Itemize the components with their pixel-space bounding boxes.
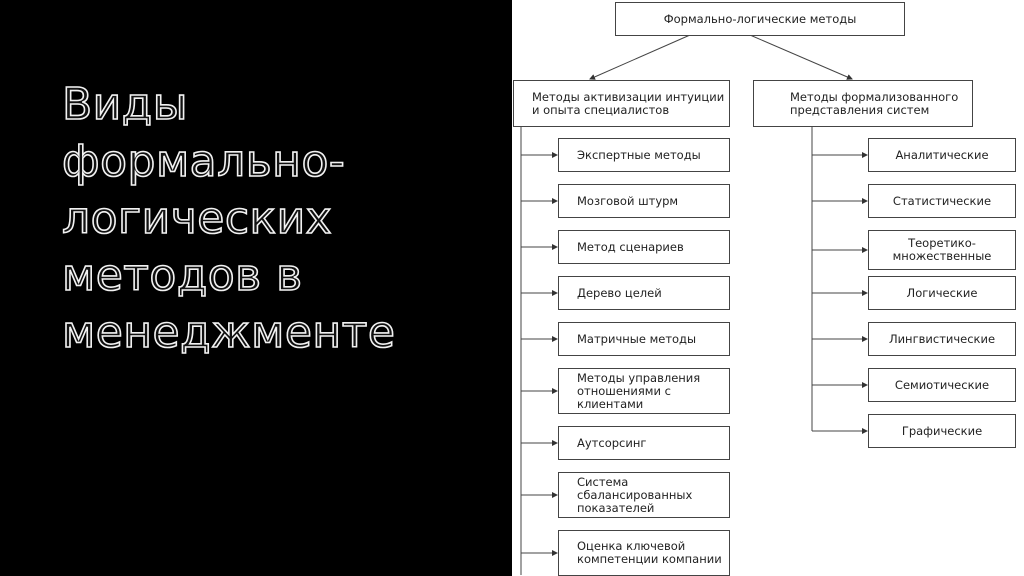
slide-title: Виды формально-логических методов в мене… bbox=[61, 78, 396, 359]
method-node: Матричные методы bbox=[558, 322, 730, 356]
branch-node-formalized: Методы формализованного представления си… bbox=[753, 80, 973, 127]
method-node: Оценка ключевой компетенции компании bbox=[558, 530, 730, 576]
arrow-root-right bbox=[749, 34, 853, 80]
method-node: Аналитические bbox=[868, 138, 1016, 172]
arrow-root-left bbox=[589, 34, 691, 80]
branch-node-intuition: Методы активизации интуиции и опыта спец… bbox=[513, 80, 730, 127]
method-node: Лингвистические bbox=[868, 322, 1016, 356]
method-node: Семиотические bbox=[868, 368, 1016, 402]
method-node: Аутсорсинг bbox=[558, 426, 730, 460]
method-node: Статистические bbox=[868, 184, 1016, 218]
root-node: Формально-логические методы bbox=[615, 2, 905, 36]
method-node: Теоретико-множественные bbox=[868, 230, 1016, 270]
method-node: Метод сценариев bbox=[558, 230, 730, 264]
method-node: Графические bbox=[868, 414, 1016, 448]
title-panel: Виды формально-логических методов в мене… bbox=[0, 0, 512, 576]
method-node: Дерево целей bbox=[558, 276, 730, 310]
left-branch-lines bbox=[520, 127, 558, 575]
right-branch-lines bbox=[811, 127, 868, 434]
method-node: Мозговой штурм bbox=[558, 184, 730, 218]
method-node: Методы управления отношениями с клиентам… bbox=[558, 368, 730, 414]
method-node: Система сбалансированных показателей bbox=[558, 472, 730, 518]
method-node: Логические bbox=[868, 276, 1016, 310]
method-node: Экспертные методы bbox=[558, 138, 730, 172]
